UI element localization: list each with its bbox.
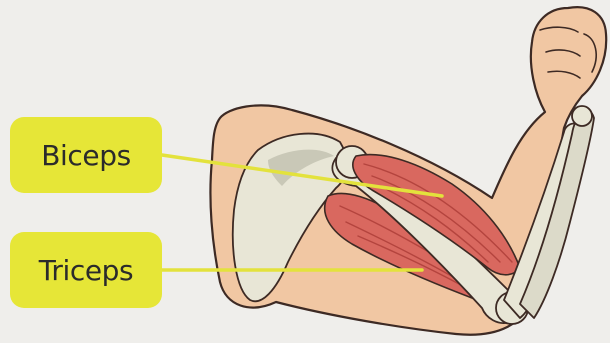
biceps-label-text: Biceps [41,139,131,172]
wrist-joint [572,106,592,126]
triceps-label-text: Triceps [39,254,133,287]
triceps-label: Triceps [10,232,162,308]
biceps-label: Biceps [10,117,162,193]
